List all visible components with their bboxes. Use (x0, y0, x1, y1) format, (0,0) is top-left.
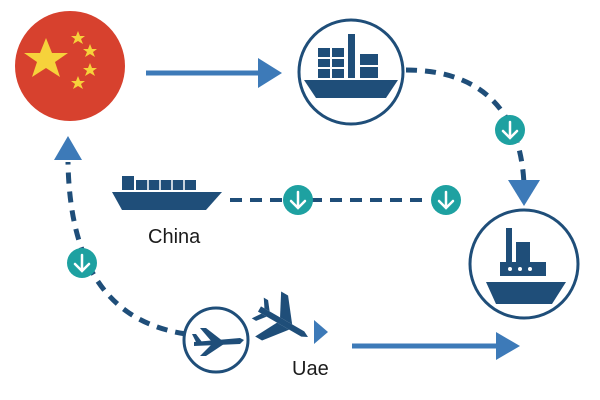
down-arrow-badge-icon (283, 185, 313, 215)
uae-label: Uae (292, 358, 329, 380)
down-arrow-badge-icon (67, 248, 97, 278)
airplane-icon (182, 306, 250, 374)
dashed-route-right (405, 67, 540, 206)
flow-arrow-top (146, 58, 282, 88)
dashed-route-left (54, 136, 187, 337)
container-ship-icon-right (468, 208, 580, 320)
airplane-icon (251, 291, 308, 341)
flow-arrow-icon (314, 320, 328, 344)
container-ship-icon-top (297, 18, 405, 126)
cargo-ship-icon (112, 176, 222, 210)
flow-arrow-bottom (352, 332, 520, 360)
down-arrow-badge-icon (431, 185, 461, 215)
china-flag-icon (15, 11, 125, 121)
china-label: China (148, 226, 201, 248)
down-arrow-badge-icon (495, 115, 525, 145)
